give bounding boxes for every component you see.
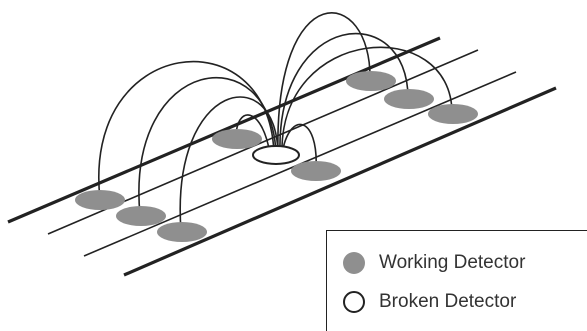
signal-arc-8: [281, 123, 317, 171]
legend-label-working: Working Detector: [379, 252, 526, 273]
legend-label-broken: Broken Detector: [379, 291, 517, 312]
broken-detector-swatch-icon: [343, 291, 365, 313]
working-detector: [428, 104, 478, 124]
working-detector: [384, 89, 434, 109]
legend-item-working: Working Detector: [343, 249, 525, 277]
working-detector: [75, 190, 125, 210]
signal-arc-7: [281, 46, 453, 155]
working-detector: [157, 222, 207, 242]
signal-arc-5: [277, 12, 371, 155]
working-detector: [212, 129, 262, 149]
broken-detector: [252, 145, 300, 165]
working-detector: [346, 71, 396, 91]
rail-line-1: [7, 36, 441, 224]
working-detector-swatch-icon: [343, 252, 365, 274]
signal-arc-3: [179, 96, 279, 232]
signal-arc-2: [138, 76, 277, 216]
legend: Working Detector Broken Detector: [326, 230, 587, 331]
working-detector: [291, 161, 341, 181]
working-detector: [116, 206, 166, 226]
signal-arc-6: [279, 32, 409, 155]
rail-line-4: [123, 86, 557, 277]
working-detectors: [75, 71, 478, 242]
signal-arc-4: [235, 114, 271, 155]
legend-item-broken: Broken Detector: [343, 288, 516, 316]
